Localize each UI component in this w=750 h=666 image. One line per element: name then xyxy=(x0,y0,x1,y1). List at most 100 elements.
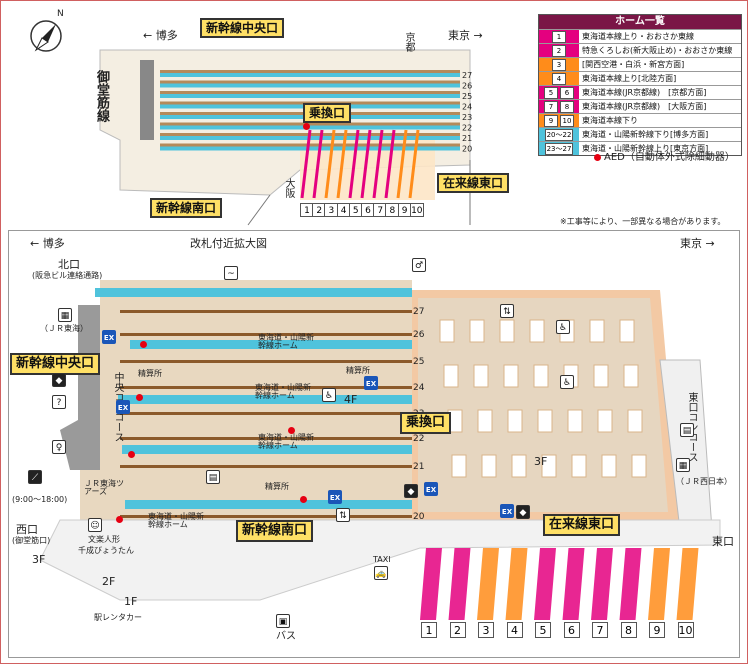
east-stair-block xyxy=(533,364,549,388)
bus-label: バス xyxy=(276,631,296,642)
east-stair-block xyxy=(537,409,553,433)
floor-3f-east: 3F xyxy=(534,455,548,468)
detail-conv-line xyxy=(562,548,585,620)
overview-platform-number: 26 xyxy=(462,82,472,91)
overview-conv-line xyxy=(312,129,324,199)
detail-track xyxy=(120,360,412,363)
overview-conv-line xyxy=(348,129,360,199)
north-exit-sub: (阪急ビル連絡通路) xyxy=(32,271,103,280)
east-exit-label: 東口 xyxy=(712,535,734,548)
shop-icon: ▤ xyxy=(680,423,694,437)
detail-conv-line xyxy=(448,548,471,620)
overview-platform-number: 22 xyxy=(462,124,472,133)
legend-badge: 1 xyxy=(539,30,579,43)
west-exit-label: 西口 xyxy=(16,523,38,536)
east-stair-block xyxy=(499,319,515,343)
home-label-4: 東海道・山陽新幹線ホーム xyxy=(148,512,204,529)
legend-row-text: 東海道本線上り[北陸方面] xyxy=(582,74,677,83)
overview-line-number: 9 xyxy=(397,203,412,217)
legend-platform-number: 4 xyxy=(552,72,566,85)
overview-track xyxy=(160,80,460,84)
detail-line-number: 7 xyxy=(592,622,608,638)
ticket-icon: ◆ xyxy=(52,373,66,387)
floor-2f xyxy=(39,519,721,601)
detail-transfer-callout: 乗換口 xyxy=(400,412,452,434)
detail-track xyxy=(120,515,412,518)
midosuji-band xyxy=(140,60,154,140)
legend-platform-number: 9 xyxy=(544,114,558,127)
detail-track xyxy=(120,465,412,468)
toilet-icon-2: ♀ xyxy=(52,440,66,454)
overview-tokyo-label: 東京 → xyxy=(448,29,483,42)
person-icon: ☺ xyxy=(88,518,102,532)
north-exit-label: 北口 xyxy=(58,258,80,271)
detail-platform xyxy=(130,340,412,349)
detail-line-number: 8 xyxy=(620,622,637,638)
detail-platform xyxy=(118,395,412,404)
aed-dot-5 xyxy=(116,516,123,523)
overview-east-callout: 在来線東口 xyxy=(437,173,510,194)
detail-line-number: 9 xyxy=(649,622,665,638)
east-stair-block xyxy=(481,454,497,478)
legend-platform-number: 7 xyxy=(544,100,558,113)
legend-platform-number: 23〜27 xyxy=(544,142,574,155)
detail-platform xyxy=(125,500,412,509)
detail-line-number: 6 xyxy=(563,622,580,638)
overview-track xyxy=(160,91,460,94)
detail-line-number: 2 xyxy=(449,622,466,638)
east-stair-block xyxy=(601,454,617,478)
detail-conv-line xyxy=(420,548,442,620)
legend-row-text: 東海道本線(JR京都線) [大阪方面] xyxy=(582,102,707,111)
overview-line-number: 7 xyxy=(373,203,388,217)
east-stair-block xyxy=(619,319,635,343)
detail-platform-number: 24 xyxy=(413,383,425,393)
seisan-label-3: 精算所 xyxy=(265,482,289,491)
smoking-icon: ~ xyxy=(224,266,238,280)
east-stair-block xyxy=(627,409,643,433)
bus-icon: ▣ xyxy=(276,614,290,628)
overview-south-callout: 新幹線南口 xyxy=(150,198,223,219)
aed-dot-7 xyxy=(303,123,310,130)
legend-platform-number: 10 xyxy=(560,114,574,127)
tour-hours: (9:00〜18:00) xyxy=(12,495,68,504)
ex-icon-4: EX xyxy=(364,376,378,390)
seisan-label-2: 精算所 xyxy=(346,366,370,375)
legend-badge: 20〜22 xyxy=(539,128,579,141)
legend-row-text: 特急くろしお(新大阪止め)・おおさか東線 xyxy=(582,46,733,55)
taxi-label: TAXI xyxy=(373,555,391,564)
detail-conv-line xyxy=(648,548,670,620)
jr-west-label: （ＪＲ西日本） xyxy=(676,477,732,486)
home-label-3: 東海道・山陽新幹線ホーム xyxy=(258,433,314,450)
ticket-icon-2: ◆ xyxy=(404,484,418,498)
floor-1f-label: 1F xyxy=(124,595,138,608)
detail-line-number: 5 xyxy=(535,622,551,638)
detail-conv-line xyxy=(591,548,613,620)
overview-platform xyxy=(160,73,460,77)
detail-east-callout: 在来線東口 xyxy=(543,514,621,536)
detail-track xyxy=(120,437,412,440)
legend-row-text: 東海道・山陽新幹線下り[博多方面] xyxy=(582,130,709,139)
overview-platform xyxy=(160,83,460,88)
legend-row: 3[関西空港・白浜・新宮方面] xyxy=(539,57,741,71)
overview-platform xyxy=(160,94,460,98)
aed-dot-6 xyxy=(300,496,307,503)
overview-conv-line xyxy=(372,129,384,199)
detail-tokyo-label: 東京 → xyxy=(680,237,715,250)
detail-track xyxy=(120,333,412,336)
aed-dot xyxy=(140,341,147,348)
legend-platform-number: 8 xyxy=(560,100,574,113)
overview-platform-number: 24 xyxy=(462,103,472,112)
escalator-icon: ⟋ xyxy=(28,470,42,484)
detail-line-number: 10 xyxy=(677,622,694,638)
overview-conv-line xyxy=(360,129,372,199)
locker-icon: ▦ xyxy=(58,308,72,322)
ex-icon-6: EX xyxy=(424,482,438,496)
shop-icon-2: ▤ xyxy=(206,470,220,484)
